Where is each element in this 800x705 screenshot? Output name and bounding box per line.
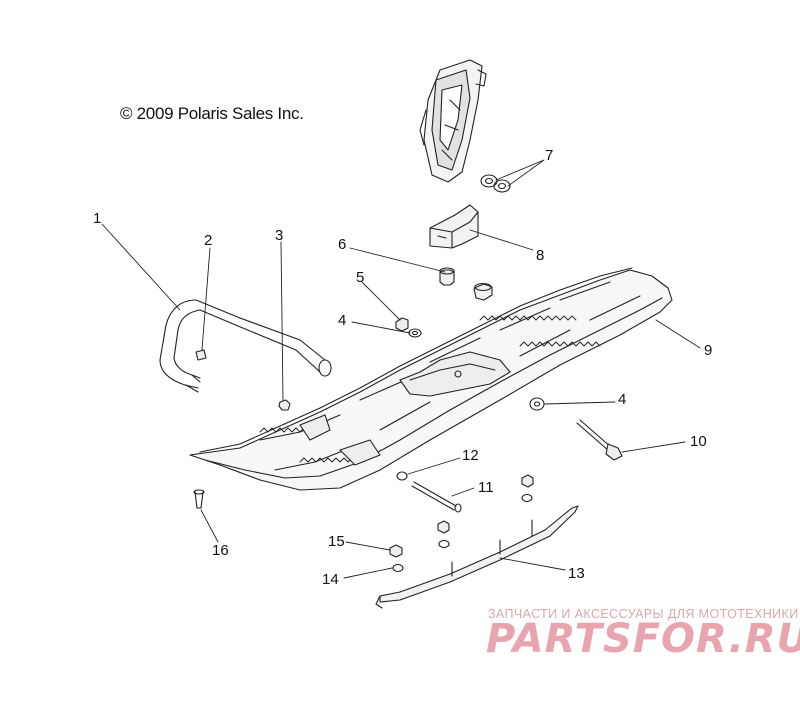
leader-lines	[101, 159, 701, 579]
washers	[480, 174, 511, 193]
callout-2: 2	[204, 232, 213, 249]
callout-11: 11	[478, 479, 494, 496]
callout-6: 6	[338, 236, 347, 253]
bushings	[439, 267, 493, 301]
callout-10: 10	[690, 433, 707, 450]
callout-7: 7	[545, 147, 554, 164]
callout-12: 12	[462, 447, 479, 464]
callout-5: 5	[356, 269, 365, 286]
spindle-bracket	[419, 59, 487, 183]
watermark-logo: PARTSFOR.RU	[486, 616, 800, 662]
carbide-nuts	[389, 474, 534, 573]
callout-4-bottom: 4	[618, 391, 627, 408]
small-washer	[396, 471, 408, 481]
bolt	[576, 419, 623, 461]
rivet-bottom	[193, 489, 205, 509]
nut	[278, 399, 291, 411]
copyright-notice: © 2009 Polaris Sales Inc.	[120, 104, 304, 123]
callout-3: 3	[275, 227, 284, 244]
callout-8: 8	[536, 247, 545, 264]
wear-block	[429, 204, 479, 249]
callout-9: 9	[704, 342, 713, 359]
callout-13: 13	[568, 565, 585, 582]
callout-4-top: 4	[338, 312, 347, 329]
ski-handle	[159, 299, 332, 393]
watermark-tagline: ЗАПЧАСТИ И АКСЕССУАРЫ ДЛЯ МОТОТЕХНИКИ	[488, 607, 799, 621]
callout-14: 14	[322, 571, 339, 588]
rivet	[195, 349, 207, 361]
ski-body	[189, 267, 673, 491]
washer	[529, 397, 545, 411]
callout-15: 15	[328, 533, 345, 550]
nut-and-washer	[395, 317, 422, 338]
callout-16: 16	[212, 542, 229, 559]
callout-1: 1	[93, 210, 102, 227]
carbide-runner	[375, 505, 579, 609]
stud	[411, 481, 462, 513]
